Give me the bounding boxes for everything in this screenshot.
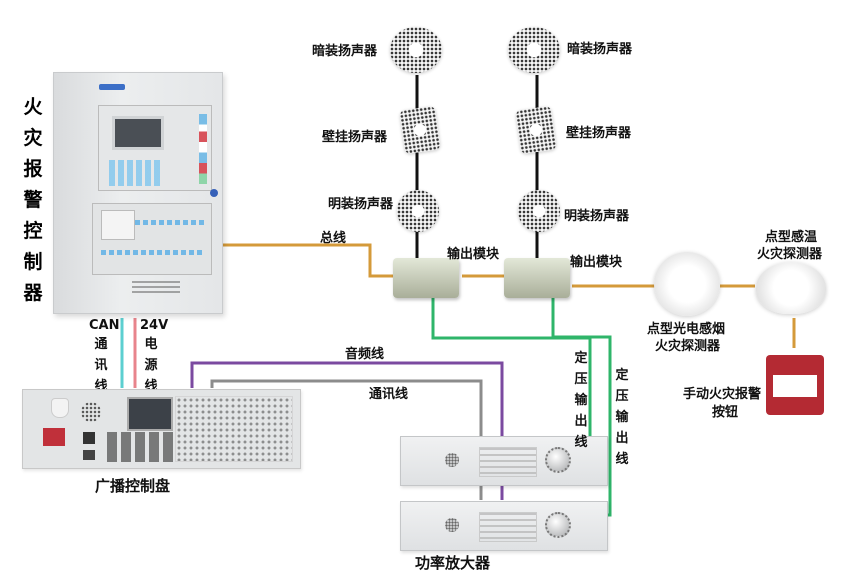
surface-speaker-label-1: 明装扬声器: [328, 197, 394, 212]
controller-keypad: [109, 160, 161, 186]
amp-speaker-icon: [445, 518, 459, 532]
usb-port-icon: [83, 450, 95, 460]
emergency-stop-icon: [43, 428, 65, 446]
surface-speaker-label-2: 明装扬声器: [564, 209, 630, 224]
wall-speaker-2: [515, 105, 557, 155]
controller-function-keys: [199, 114, 207, 184]
constant-voltage-wire-1: [431, 298, 592, 440]
constant-voltage-line-label-1: 定压输出线: [574, 351, 588, 450]
can-comm-line-label: 通讯线: [94, 337, 108, 394]
concealed-speaker-label-1: 暗装扬声器: [312, 44, 378, 59]
bus-wire: [222, 243, 395, 278]
bus-label: 总线: [320, 231, 347, 246]
output-module-1: [393, 258, 459, 298]
volume-knob-icon: [545, 512, 571, 538]
smoke-detector: [654, 252, 720, 316]
power-amplifier-2: [400, 501, 608, 551]
amp-status-leds: [479, 447, 537, 477]
smoke-detector-label-line1: 点型光电感烟: [647, 322, 726, 337]
monitor-speaker-icon: [81, 402, 101, 422]
printer-icon: [101, 210, 135, 240]
concealed-speaker-1: [390, 27, 442, 73]
heat-detector-label-line1: 点型感温: [765, 230, 818, 245]
linkage-buttons-row-2: [101, 250, 205, 255]
audio-line-label: 音频线: [345, 347, 385, 362]
can-label: CAN: [89, 318, 120, 333]
wall-speaker-label-2: 壁挂扬声器: [566, 126, 632, 141]
linkage-buttons-row-1: [135, 220, 205, 225]
surface-speaker-1: [397, 190, 439, 232]
controller-operation-area: [98, 105, 212, 191]
manual-call-point: [766, 355, 824, 415]
power-24v-label: 24V: [140, 318, 169, 333]
manual-call-point-label-line1: 手动火灾报警: [683, 387, 762, 402]
power-line-label: 电源线: [144, 337, 158, 394]
power-amplifier-1: [400, 436, 608, 486]
amp-speaker-icon: [445, 453, 459, 467]
concealed-speaker-label-2: 暗装扬声器: [567, 42, 633, 57]
wall-speaker-label-1: 壁挂扬声器: [322, 130, 388, 145]
port-icon: [83, 432, 95, 444]
output-module-2: [504, 258, 570, 298]
heat-detector-label-line2: 火灾探测器: [757, 247, 823, 262]
constant-voltage-line-label-2: 定压输出线: [615, 368, 629, 467]
power-amplifier-label: 功率放大器: [415, 554, 491, 572]
brand-logo-icon: [99, 84, 125, 90]
fire-alarm-controller-label: 火灾报警控制器: [23, 96, 43, 304]
fire-alarm-controller: [53, 72, 223, 314]
broadcast-display: [127, 397, 173, 431]
broadcast-control-panel: [22, 389, 301, 469]
wall-speaker-1: [399, 105, 441, 155]
comm-line-label: 通讯线: [369, 387, 409, 402]
concealed-speaker-2: [508, 27, 560, 73]
controller-panel-text: [132, 281, 180, 295]
key-lock-icon: [210, 189, 218, 197]
broadcast-control-panel-label: 广播控制盘: [95, 477, 171, 495]
microphone-icon: [51, 398, 69, 418]
smoke-detector-label-line2: 火灾探测器: [655, 339, 721, 354]
heat-detector: [756, 262, 826, 314]
amp-status-leds: [479, 512, 537, 542]
audio-wire: [190, 361, 504, 500]
constant-voltage-wire-2: [551, 298, 612, 517]
broadcast-keypad: [107, 432, 175, 462]
manual-call-point-label-line2: 按钮: [712, 405, 739, 420]
surface-speaker-2: [518, 190, 560, 232]
controller-linkage-area: [92, 203, 212, 275]
controller-display: [112, 116, 164, 150]
volume-knob-icon: [545, 447, 571, 473]
output-module-label-1: 输出模块: [447, 247, 500, 262]
call-point-window: [773, 375, 817, 397]
zone-indicator-grid: [175, 396, 293, 462]
output-module-label-2: 输出模块: [570, 255, 623, 270]
